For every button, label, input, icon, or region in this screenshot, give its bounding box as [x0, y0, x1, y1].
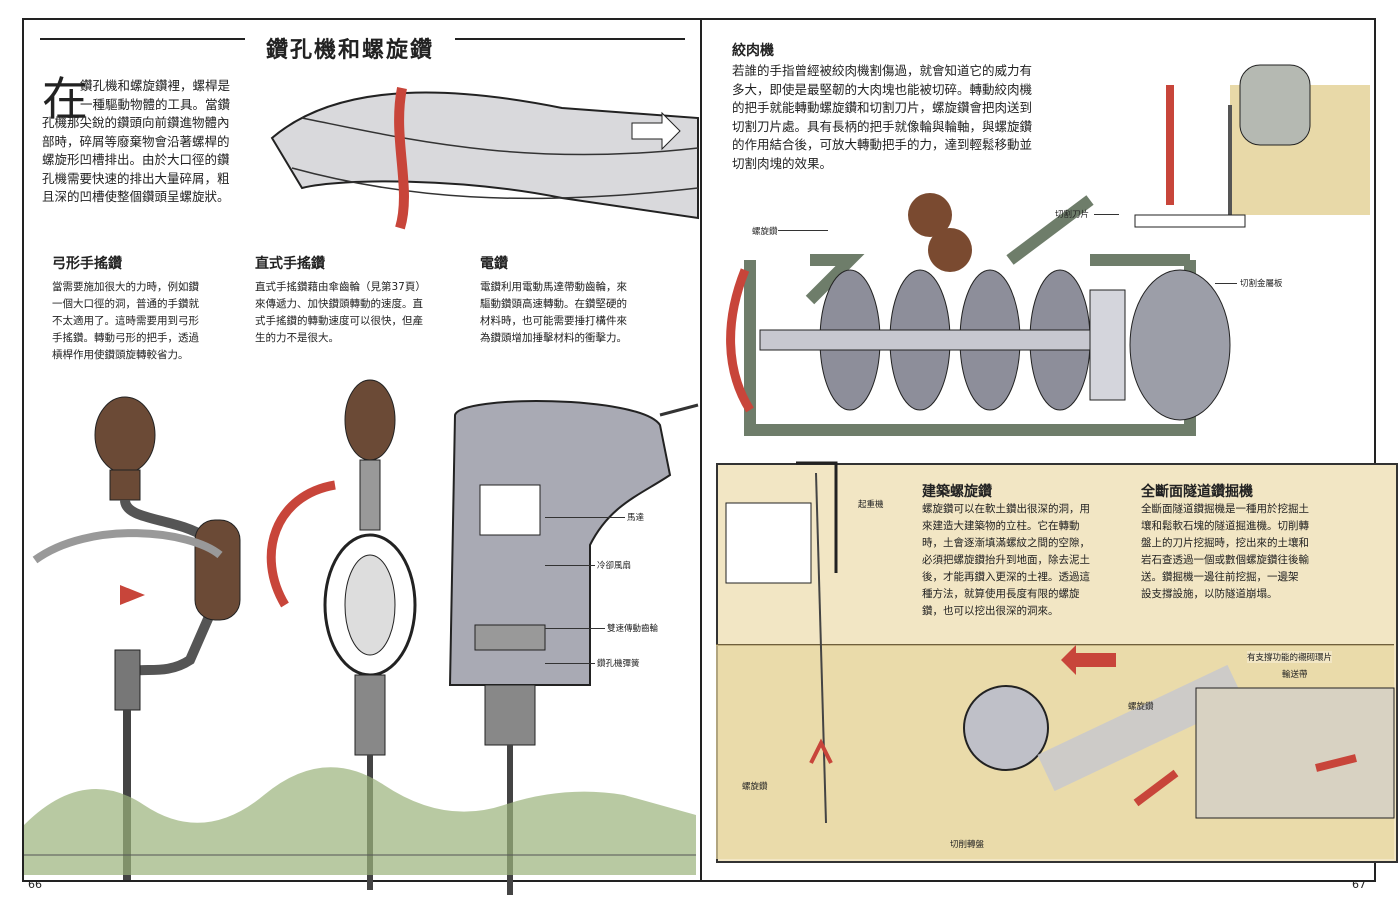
- drill-section-heading: 電鑽: [480, 256, 508, 272]
- meat-grinder-illustration: [1134, 64, 1370, 228]
- building-auger-line: 鑽，也可以挖出很深的洞來。: [922, 605, 1059, 617]
- tunnel-machine-heading: 全斷面隧道鑽掘機: [1141, 484, 1253, 500]
- building-auger-line: 後，才能再鑽入更深的土裡。透過這: [922, 571, 1090, 583]
- construction-scene-drawing: [716, 461, 1395, 859]
- building-auger-line: 螺旋鑽可以在軟土鑽出很深的洞，用: [922, 503, 1090, 515]
- drill-section-line: 為鑽頭增加捶擊材料的衝擊力。: [480, 332, 627, 344]
- mincer-line: 的把手就能轉動螺旋鑽和切割刀片，螺旋鑽會把肉送到: [732, 100, 1033, 115]
- label-motor: 馬達: [627, 513, 645, 523]
- mincer-line: 若誰的手指曾經被絞肉機割傷過，就會知道它的威力有: [732, 63, 1033, 78]
- building-auger-paragraph: 螺旋鑽可以在軟土鑽出很深的洞，用來建造大建築物的立柱。它在轉動時，土會逐漸填滿螺…: [922, 501, 1132, 620]
- drill-section-line: 一個大口徑的洞，普通的手鑽就: [52, 298, 199, 310]
- tunnel-machine-line: 送。鑽掘機一邊往前挖掘，一邊架: [1141, 571, 1299, 583]
- landscape-illustration: [24, 767, 696, 875]
- leader-gears: [545, 628, 605, 629]
- drill-section-heading: 直式手搖鑽: [255, 256, 325, 272]
- drill-section-line: 生的力不是很大。: [255, 332, 339, 344]
- drill-section-line: 不太適用了。這時需要用到弓形: [52, 315, 199, 327]
- label-conveyor: 輸送帶: [1282, 670, 1308, 680]
- mincer-line: 的作用結合後，可放大轉動把手的力，達到輕鬆移動並: [732, 137, 1033, 152]
- drill-section-line: 驅動鑽頭高速轉動。在鑽堅硬的: [480, 298, 627, 310]
- mincer-line: 切割刀片處。具有長柄的把手就像輪與輪軸，與螺旋鑽: [732, 118, 1033, 134]
- label-two-speed-gears: 雙速傳動齒輪: [607, 624, 659, 634]
- building-auger-line: 時，土會逐漸填滿螺紋之間的空隙，: [922, 537, 1090, 549]
- label-drill-spring: 鑽孔機彈簧: [597, 659, 640, 669]
- drill-section-line: 來傳遞力、加快鑽頭轉動的速度。直: [255, 298, 423, 310]
- drill-section-text: 當需要施加很大的力時，例如鑽一個大口徑的洞，普通的手鑽就不太適用了。這時需要用到…: [52, 279, 252, 364]
- page-number-left: 66: [28, 878, 42, 891]
- intro-line: 螺旋形凹槽排出。由於大口徑的鑽: [42, 152, 230, 167]
- drill-section-line: 材料時，也可能需要捶打構件來: [480, 315, 627, 327]
- label-cutter-head: 切削轉盤: [950, 840, 985, 850]
- intro-line: 部時，碎屑等廢棄物會沿著螺桿的: [42, 133, 230, 149]
- label-cutting-blade: 切割刀片: [1055, 210, 1090, 220]
- label-crane: 起重機: [858, 500, 884, 510]
- page-number-right: 67: [1352, 878, 1366, 891]
- label-building-screw: 螺旋鑽: [742, 782, 768, 792]
- tunnel-machine-line: 全斷面隧道鑽掘機是一種用於挖掘土: [1141, 503, 1309, 515]
- tunnel-machine-line: 岩石查透過一個或數個螺旋鑽往後輸: [1141, 554, 1309, 566]
- drill-section: 電鑽電鑽利用電動馬達帶動齒輪，來驅動鑽頭高速轉動。在鑽堅硬的材料時，也可能需要捶…: [480, 253, 680, 347]
- intro-line: 且深的凹槽使整個鑽頭呈螺旋狀。: [42, 189, 230, 204]
- drill-section-text: 直式手搖鑽藉由傘齒輪（見第37頁） 來傳遞力、加快鑽頭轉動的速度。直式手搖鑽的轉動…: [255, 279, 455, 347]
- leader-fan: [545, 565, 595, 566]
- auger-bit-illustration: [270, 87, 699, 230]
- intro-line: 孔機那尖銳的鑽頭向前鑽進物體內: [42, 115, 230, 130]
- intro-line: 一種驅動物體的工具。當鑽: [80, 96, 231, 112]
- mincer-line: 切割肉塊的效果。: [732, 155, 833, 171]
- mincer-paragraph: 若誰的手指曾經被絞肉機割傷過，就會知道它的威力有多大，即使是最堅韌的大肉塊也能被…: [732, 62, 1062, 173]
- power-drill-illustration: [448, 400, 699, 895]
- drill-section-line: 直式手搖鑽藉由傘齒輪（見第37頁）: [255, 281, 426, 293]
- leader-blade: [1094, 214, 1119, 215]
- drill-section: 直式手搖鑽直式手搖鑽藉由傘齒輪（見第37頁） 來傳遞力、加快鑽頭轉動的速度。直式手…: [255, 253, 455, 347]
- label-tunnel-screw: 螺旋鑽: [1128, 702, 1154, 712]
- mincer-line: 多大，即使是最堅韌的大肉塊也能被切碎。轉動絞肉機: [732, 81, 1033, 97]
- label-support-ring: 有支撐功能的襯砌環片: [1247, 651, 1333, 663]
- page-title: 鑽孔機和螺旋鑽: [265, 38, 434, 63]
- building-auger-heading: 建築螺旋鑽: [922, 484, 992, 500]
- intro-line: 鑽孔機和螺旋鑽裡，螺桿是: [80, 78, 231, 93]
- drill-section-text: 電鑽利用電動馬達帶動齒輪，來驅動鑽頭高速轉動。在鑽堅硬的材料時，也可能需要捶打構…: [480, 279, 680, 347]
- right-page-frame: [700, 18, 1376, 882]
- label-cutting-plate: 切割金屬板: [1240, 279, 1283, 289]
- drill-section-line: 式手搖鑽的轉動速度可以很快，但產: [255, 315, 423, 327]
- building-auger-line: 必須把螺旋鑽抬升到地面，除去泥土: [922, 554, 1090, 566]
- drill-section: 弓形手搖鑽當需要施加很大的力時，例如鑽一個大口徑的洞，普通的手鑽就不太適用了。這…: [52, 253, 252, 364]
- drill-section-line: 電鑽利用電動馬達帶動齒輪，來: [480, 281, 627, 293]
- leader-spring: [545, 663, 595, 664]
- drill-section-line: 手搖鑽。轉動弓形的把手，透過: [52, 332, 199, 344]
- mincer-heading: 絞肉機: [732, 43, 774, 59]
- label-cooling-fan: 冷卻風扇: [597, 561, 632, 571]
- tunnel-machine-line: 盤上的刀片挖掘時，挖出來的土壤和: [1141, 537, 1309, 549]
- tunnel-machine-line: 設支撐設施，以防隧道崩塌。: [1141, 588, 1278, 600]
- tunnel-machine-paragraph: 全斷面隧道鑽掘機是一種用於挖掘土壤和鬆軟石塊的隧道掘進機。切削轉盤上的刀片挖掘時…: [1141, 501, 1356, 603]
- title-rule-right: [455, 38, 685, 40]
- tunnel-machine-line: 壤和鬆軟石塊的隧道掘進機。切削轉: [1141, 520, 1309, 532]
- intro-paragraph: 鑽孔機和螺旋鑽裡，螺桿是一種驅動物體的工具。當鑽孔機那尖銳的鑽頭向前鑽進物體內部…: [42, 77, 262, 207]
- leader-plate: [1215, 283, 1237, 284]
- drill-section-heading: 弓形手搖鑽: [52, 256, 122, 272]
- building-auger-line: 種方法，就算使用長度有限的螺旋: [922, 588, 1080, 600]
- label-mincer-auger: 螺旋鑽: [752, 227, 778, 237]
- hand-drill-illustration: [266, 379, 417, 890]
- drill-section-line: 當需要施加很大的力時，例如鑽: [52, 281, 199, 293]
- intro-line: 孔機需要快速的排出大量碎屑，粗: [42, 170, 230, 186]
- drill-section-line: 槓桿作用使鑽頭旋轉較省力。: [52, 349, 189, 361]
- building-auger-line: 來建造大建築物的立柱。它在轉動: [922, 520, 1080, 532]
- leader-motor: [545, 517, 625, 518]
- leader-auger: [778, 230, 828, 231]
- title-rule-left: [40, 38, 245, 40]
- mincer-cross-section: [726, 193, 1231, 436]
- dropcap: 在: [42, 72, 88, 126]
